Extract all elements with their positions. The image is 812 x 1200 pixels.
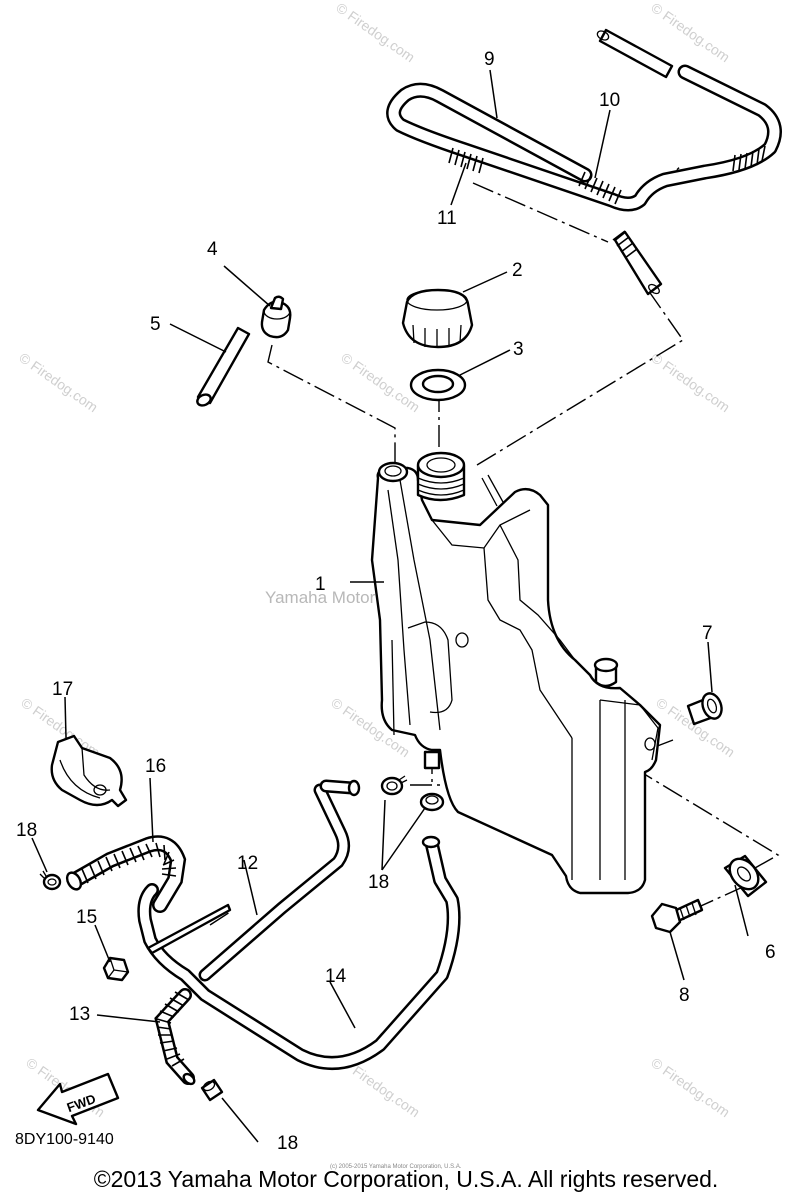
part-15-nut — [102, 956, 130, 982]
breather-hose — [386, 28, 782, 296]
callout-14: 14 — [325, 966, 347, 987]
part-1-reservoir-tank — [370, 451, 662, 895]
fwd-arrow: FWD — [36, 1072, 120, 1126]
part-18-clamp-left — [39, 870, 62, 891]
watermark-firedog: © Firedog.com — [648, 1054, 733, 1120]
part-7-grommet — [686, 692, 723, 726]
chain-line-part10 — [476, 289, 685, 466]
fine-print: (c) 2005-2015 Yamaha Motor Corporation, … — [330, 1164, 462, 1170]
callout-15: 15 — [76, 907, 97, 928]
watermark-firedog: © Firedog.com — [648, 0, 733, 65]
callout-16: 16 — [145, 756, 166, 777]
part-10-tube-segment — [598, 28, 674, 79]
callout-9: 9 — [484, 49, 495, 70]
part-17-bracket — [50, 734, 128, 808]
chain-line-part4 — [267, 344, 396, 462]
callout-8: 8 — [679, 985, 690, 1006]
watermark-firedog: © Firedog.com — [333, 0, 418, 65]
copyright-notice: ©2013 Yamaha Motor Corporation, U.S.A. A… — [93, 1166, 719, 1192]
leader-lines — [31, 69, 749, 1143]
part-5-hose — [196, 326, 251, 407]
part-8-bolt — [650, 898, 704, 934]
callout-18-center: 18 — [368, 872, 389, 893]
callout-18-bottom: 18 — [277, 1133, 298, 1154]
chain-line-part12 — [209, 911, 231, 926]
part-14-hose — [137, 835, 461, 1070]
part-18-clamp-bottom — [200, 1078, 224, 1102]
watermark-firedog: © Firedog.com — [648, 349, 733, 415]
callout-7: 7 — [702, 623, 713, 644]
part-6-collar — [723, 854, 768, 898]
part-2-filler-cap — [401, 288, 474, 349]
callout-1: 1 — [315, 574, 326, 595]
part-4-nipple — [260, 295, 292, 339]
part-10-spring-coil-right — [732, 145, 766, 172]
callout-12: 12 — [237, 853, 258, 874]
part-18-clamp-center — [380, 775, 408, 796]
callout-11: 11 — [437, 208, 457, 229]
callout-13: 13 — [69, 1004, 90, 1025]
callout-10: 10 — [599, 90, 620, 111]
callout-numbers: 1 2 3 4 5 6 7 8 9 10 11 12 13 14 15 16 1… — [16, 49, 776, 1154]
callout-2: 2 — [512, 260, 523, 281]
callout-6: 6 — [765, 942, 776, 963]
callout-4: 4 — [207, 239, 218, 260]
callout-3: 3 — [513, 339, 524, 360]
chain-line-part11 — [472, 182, 609, 243]
callout-17: 17 — [52, 679, 73, 700]
part-18-clamp-center-2 — [419, 792, 445, 812]
part-16-corrugated-hose — [65, 835, 187, 913]
watermark-firedog: © Firedog.com — [16, 349, 101, 415]
part-10-spring-coil — [578, 171, 622, 205]
diagram-code: 8DY100-9140 — [15, 1131, 114, 1148]
part-12-hose — [146, 779, 361, 982]
callout-5: 5 — [150, 314, 161, 335]
callout-18-left: 18 — [16, 820, 37, 841]
part-11-spring-coil — [448, 147, 484, 174]
part-13-spring-hose — [154, 988, 196, 1086]
part-3-gasket — [409, 368, 467, 402]
